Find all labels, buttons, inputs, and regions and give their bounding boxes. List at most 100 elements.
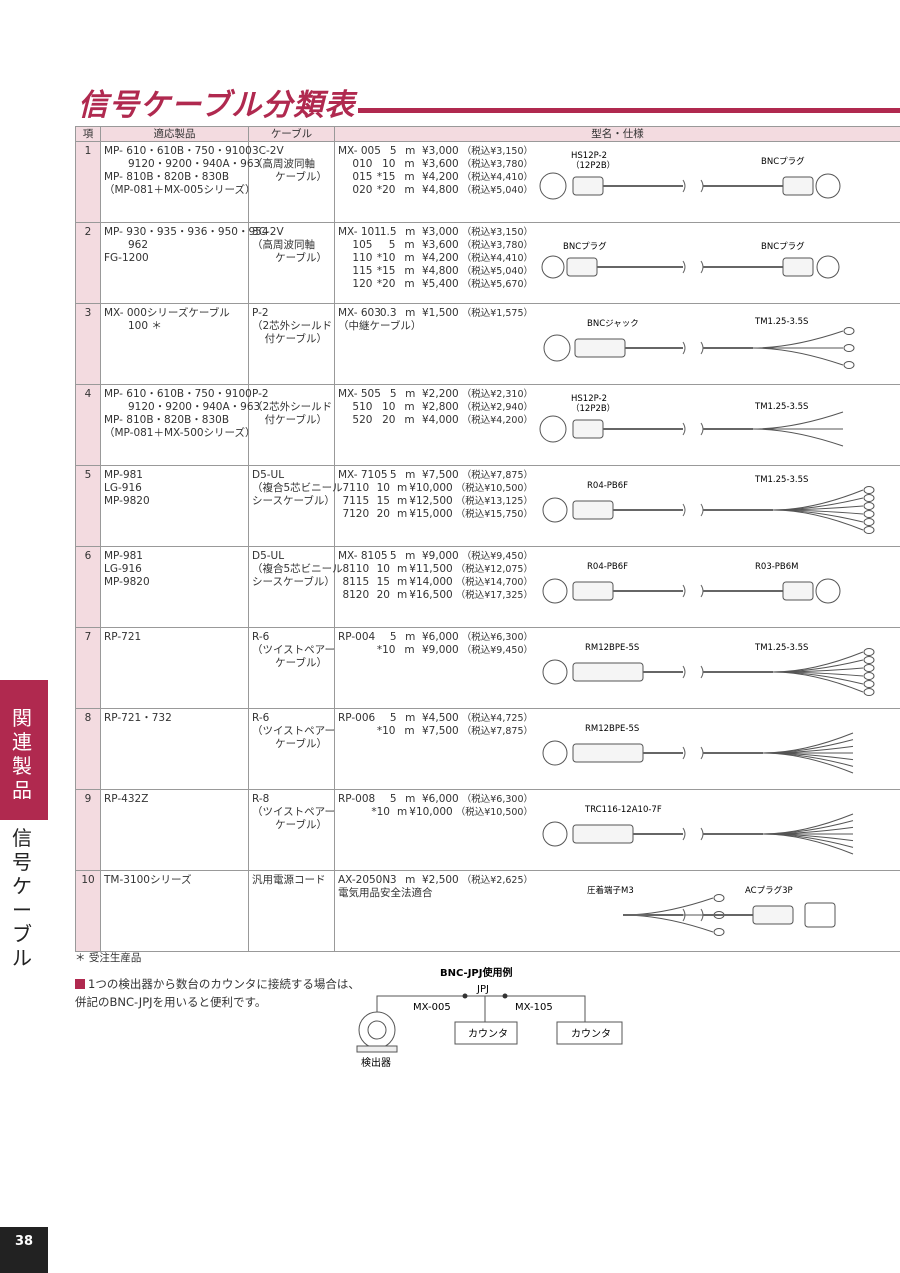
length: *10	[376, 644, 396, 656]
connector-sub-label: （12P2B）	[571, 160, 615, 171]
terminal-label: 圧着端子M3	[587, 885, 634, 896]
length: 5	[389, 550, 397, 562]
unit: m	[405, 550, 416, 562]
unit: m	[404, 401, 415, 413]
cable-line: ケーブル）	[275, 657, 327, 669]
model-code: MX- 005	[338, 145, 381, 157]
model-code: 7110	[342, 482, 370, 494]
product-line: MP- 610・610B・750・9100	[104, 145, 252, 157]
price-with-tax: （税込¥2,940）	[461, 402, 533, 413]
bnc-jack-connector-icon	[574, 338, 626, 358]
unit: m	[405, 712, 416, 724]
model-code: 8110	[342, 563, 370, 575]
unit: m	[404, 278, 415, 290]
row-number: 7	[75, 627, 101, 709]
cable-line: （高周波同軸	[252, 239, 315, 251]
length: 20	[376, 508, 390, 520]
product-line: FG-1200	[104, 252, 149, 264]
price-with-tax: （税込¥3,150）	[461, 227, 533, 238]
price: ¥10,000	[409, 482, 453, 494]
length: *20	[376, 184, 396, 196]
price-with-tax: （税込¥3,780）	[461, 240, 533, 251]
price: ¥2,500	[422, 874, 459, 886]
product-line: RP-432Z	[104, 793, 149, 805]
unit: m	[405, 145, 416, 157]
hs12p-connector-icon	[572, 419, 604, 439]
length: *10	[376, 252, 396, 264]
r03-connector-icon	[782, 581, 814, 601]
applicable-products: TM-3100シリーズ	[100, 870, 249, 952]
length: 10	[376, 482, 390, 494]
cable-type: P-2（2芯外シールド付ケーブル）	[248, 384, 335, 466]
model-code: 105	[352, 239, 373, 251]
price: ¥4,500	[422, 712, 459, 724]
model-code	[338, 644, 372, 657]
side-section-label: 信号ケーブル	[12, 826, 32, 970]
length: 20	[382, 414, 396, 426]
connector-label: R04-PB6F	[587, 481, 628, 491]
unit: m	[397, 576, 408, 588]
model-code: 8120	[342, 589, 370, 601]
product-line: MP- 810B・820B・830B	[104, 171, 230, 183]
model-code: 120	[352, 278, 373, 290]
row-number: 3	[75, 303, 101, 385]
cable-line: （高周波同軸	[252, 158, 315, 170]
unit: m	[404, 239, 415, 251]
unit: m	[397, 508, 408, 520]
connector-label: HS12P-2	[571, 151, 607, 161]
receptacle-icon	[539, 172, 567, 200]
cable-line: ケーブル）	[275, 738, 327, 750]
unit: m	[405, 226, 416, 238]
cable-line: 付ケーブル）	[264, 414, 327, 426]
product-line: 9120・9200・940A・963	[128, 401, 261, 413]
hs12p-connector-icon	[572, 176, 604, 196]
cable-line: ケーブル）	[275, 252, 327, 264]
pin-connector-icon	[542, 740, 568, 766]
cable-type: P-2（2芯外シールド付ケーブル）	[248, 303, 335, 385]
price: ¥3,000	[422, 226, 459, 238]
r04-connector-icon	[572, 581, 614, 601]
product-line: MP-981	[104, 469, 143, 481]
cable-line: （ツイストペアー	[252, 806, 336, 818]
price: ¥3,000	[422, 145, 459, 157]
price: ¥4,000	[422, 414, 459, 426]
model-code: 110	[352, 252, 373, 264]
usage-note-line2: 併記のBNC-JPJを用いると便利です。	[75, 995, 267, 1009]
pin-connector-icon	[542, 821, 568, 847]
row-number: 6	[75, 546, 101, 628]
model-code: MX- 8105	[338, 550, 388, 562]
length: 3	[389, 874, 397, 886]
price: ¥4,800	[422, 184, 459, 196]
length: 5	[389, 469, 397, 481]
pin-connector-icon	[542, 578, 568, 604]
cable-line: （ツイストペアー	[252, 644, 336, 656]
product-line: MP-981	[104, 550, 143, 562]
price-with-tax: （税込¥5,040）	[461, 185, 533, 196]
length: 1.5	[379, 226, 397, 238]
terminal-label: TM1.25-3.5S	[754, 643, 808, 653]
price-with-tax: （税込¥3,780）	[461, 159, 533, 170]
applicable-products: RP-721・732	[100, 708, 249, 790]
detector-label: 検出器	[361, 1056, 391, 1069]
product-line: （MP-081＋MX-005シリーズ）	[104, 184, 256, 196]
plug-label: ACプラグ3P	[745, 885, 793, 896]
cable-line: シースケーブル）	[252, 576, 335, 588]
price-with-tax: （税込¥13,125）	[455, 496, 533, 507]
unit: m	[405, 874, 416, 886]
product-line: MP- 930・935・936・950・954	[104, 226, 269, 238]
length: *10	[371, 806, 390, 818]
side-tab-label: 関連製品	[12, 706, 32, 802]
price: ¥14,000	[409, 576, 453, 588]
